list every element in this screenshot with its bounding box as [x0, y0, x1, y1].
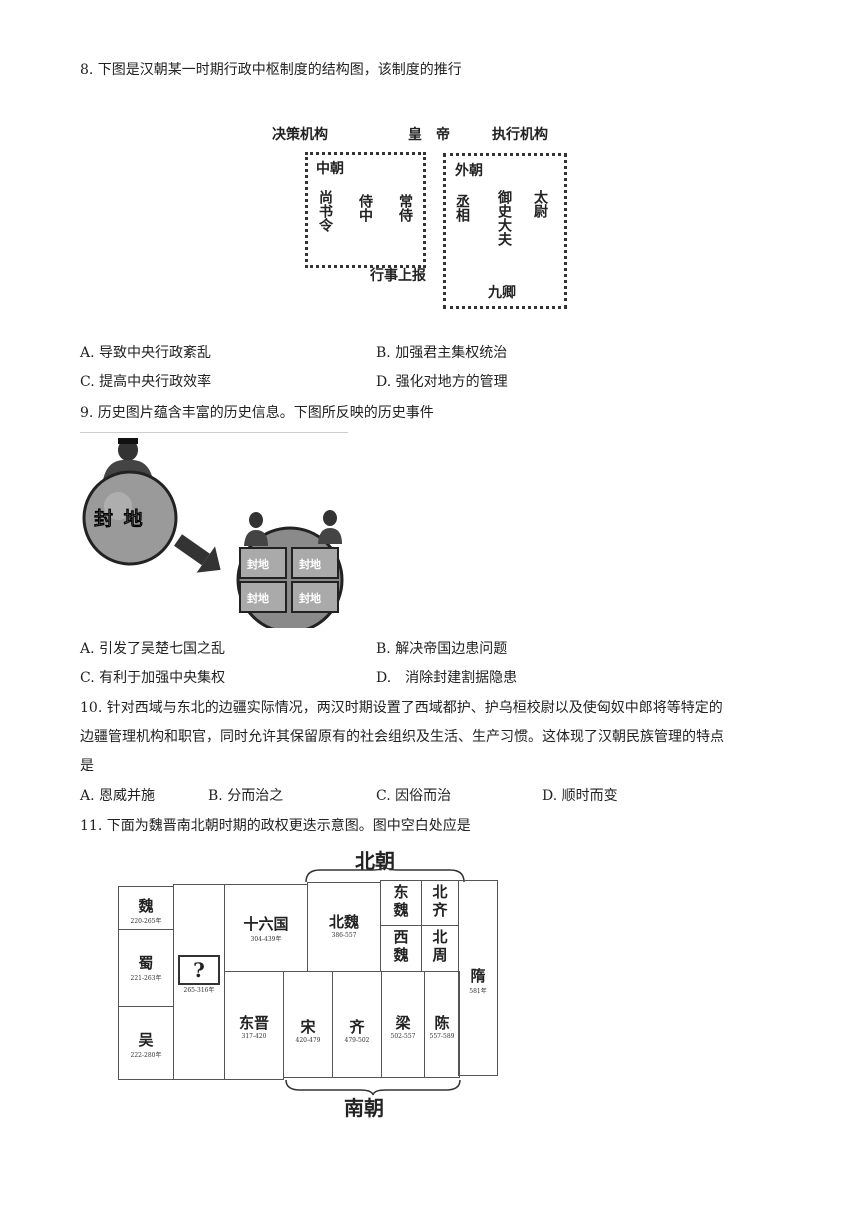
small-fief-label-3: 封地 [247, 592, 269, 605]
exec-label: 执行机构 [492, 127, 548, 143]
q8-option-d[interactable]: D. 强化对地方的管理 [376, 374, 508, 390]
small-fief-label-1: 封地 [247, 558, 269, 571]
ministers-label: 九卿 [488, 285, 516, 301]
small-fief-label-4: 封地 [299, 592, 321, 605]
q8-option-c[interactable]: C. 提高中央行政效率 [80, 374, 212, 390]
big-fief-label: 封 地 [94, 508, 145, 531]
q10-option-a[interactable]: A. 恩威并施 [80, 788, 156, 804]
emperor-label: 皇 帝 [408, 127, 450, 143]
south-brace [285, 1079, 461, 1096]
outer-col-1: 丞相 [454, 194, 470, 222]
q8-stem: 8. 下图是汉朝某一时期行政中枢制度的结构图，该制度的推行 [80, 62, 462, 78]
q9-option-c[interactable]: C. 有利于加强中央集权 [80, 670, 226, 686]
q10-stem-line2: 边疆管理机构和职官，同时允许其保留原有的社会组织及生活、生产习惯。这体现了汉朝民… [80, 729, 724, 745]
small-fief-label-2: 封地 [299, 558, 321, 571]
lord-figure-1 [244, 512, 268, 546]
south-dynasties-label: 南朝 [344, 1096, 384, 1120]
q10-option-c[interactable]: C. 因俗而治 [376, 788, 452, 804]
q10-stem-line3: 是 [80, 758, 94, 774]
q10-option-b[interactable]: B. 分而治之 [208, 788, 284, 804]
outer-col-2: 御史大夫 [496, 190, 512, 246]
north-brace [305, 866, 465, 883]
decision-label: 决策机构 [272, 127, 328, 143]
q9-stem: 9. 历史图片蕴含丰富的历史信息。下图所反映的历史事件 [80, 405, 434, 421]
q8-option-a[interactable]: A. 导致中央行政紊乱 [80, 345, 212, 361]
outer-court-label: 外朝 [455, 163, 483, 179]
question-mark-box: ? [178, 955, 220, 985]
q8-option-b[interactable]: B. 加强君主集权统治 [376, 345, 508, 361]
q9-option-d[interactable]: D. 消除封建割据隐患 [376, 670, 518, 686]
q10-option-d[interactable]: D. 顺时而变 [542, 788, 618, 804]
western-wei-cell: 西魏 [380, 925, 422, 972]
lord-figure-2 [318, 510, 342, 544]
q9-option-a[interactable]: A. 引发了吴楚七国之乱 [80, 641, 226, 657]
outer-col-3: 太尉 [532, 190, 548, 218]
q10-stem-line1: 10. 针对西域与东北的边疆实际情况，两汉时期设置了西域都护、护乌桓校尉以及使匈… [80, 700, 723, 716]
eastern-wei-cell: 东魏 [380, 880, 422, 926]
northern-qi-cell: 北齐 [421, 880, 459, 926]
blank-dynasty-cell: ? 265-316年 [173, 884, 225, 1080]
q9-option-b[interactable]: B. 解决帝国边患问题 [376, 641, 508, 657]
inner-col-2: 侍中 [357, 194, 373, 222]
inner-col-3: 常侍 [397, 194, 413, 222]
q9-image: 封 地 封地 封地 封地 封地 [80, 436, 350, 634]
inner-court-box [305, 152, 426, 268]
northern-zhou-cell: 北周 [421, 925, 459, 972]
inner-col-1: 尚书令 [317, 190, 333, 232]
inner-court-label: 中朝 [316, 161, 344, 177]
report-label: 行事上报 [370, 268, 426, 284]
q11-stem: 11. 下面为魏晋南北朝时期的政权更迭示意图。图中空白处应是 [80, 818, 471, 834]
divider [80, 432, 348, 433]
outer-court-box [443, 153, 567, 309]
